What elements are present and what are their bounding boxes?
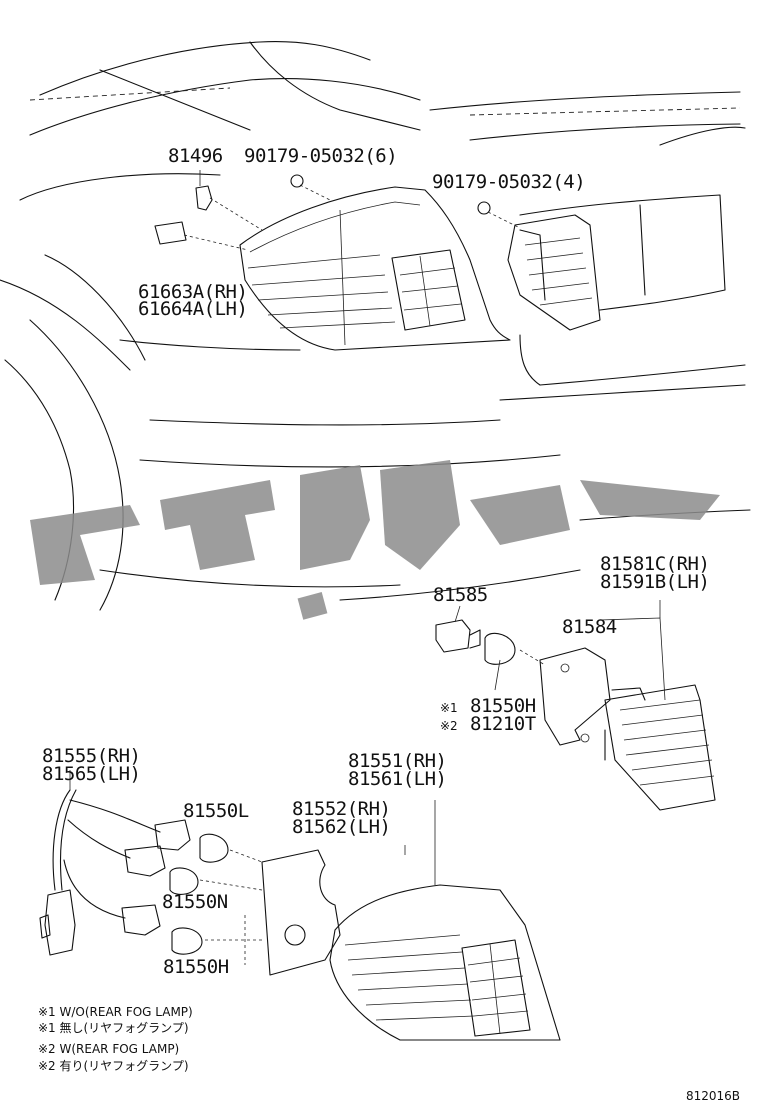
part-61664a-label: 61664A(LH) (138, 298, 248, 320)
socket-bulb-upper (435, 600, 666, 701)
diagram-code: 812016B (686, 1089, 741, 1103)
part-90179-4-label: 90179-05032(4) (432, 171, 586, 193)
part-81550n-label: 81550N (162, 891, 228, 913)
part-81550h-lower-label: 81550H (163, 956, 229, 978)
note-2-en: ※2 W(REAR FOG LAMP) (38, 1042, 180, 1056)
part-81552-label: 81552(RH) (292, 798, 391, 820)
part-81585-label: 81585 (433, 584, 488, 606)
fasteners-top (154, 174, 491, 245)
watermark-logo (30, 460, 720, 620)
part-81550h-upper-label: 81550H (470, 695, 536, 717)
upper-backdoor-lamp (507, 214, 601, 331)
wiring-harness (39, 770, 229, 956)
part-90179-6-label: 90179-05032(6) (244, 145, 398, 167)
part-81550l-label: 81550L (183, 800, 249, 822)
leader-lines-top (183, 170, 521, 251)
part-81496-label: 81496 (168, 145, 223, 167)
part-81581c-label: 81581C(RH) (600, 553, 710, 575)
note-1-en: ※1 W/O(REAR FOG LAMP) (38, 1005, 193, 1019)
part-81562-label: 81562(LH) (292, 816, 391, 838)
part-61663a-label: 61663A(RH) (138, 281, 248, 303)
upper-tail-lamp (239, 186, 511, 351)
part-81561-label: 81561(LH) (348, 768, 447, 790)
note-2-ja: ※2 有り(リヤフォグランプ) (38, 1059, 189, 1073)
part-81584-label: 81584 (562, 616, 617, 638)
part-81591b-label: 81591B(LH) (600, 571, 710, 593)
marker-1-upper: ※1 (440, 701, 458, 715)
marker-2-upper: ※2 (440, 719, 458, 733)
part-81210t-label: 81210T (470, 713, 536, 735)
note-1-ja: ※1 無し(リヤフォグランプ) (38, 1021, 189, 1035)
lower-lamp-assembly (199, 800, 561, 1041)
part-81555-label: 81555(RH) (42, 745, 141, 767)
part-81551-label: 81551(RH) (348, 750, 447, 772)
part-81565-label: 81565(LH) (42, 763, 141, 785)
backdoor-lamp-assembly (539, 647, 716, 811)
